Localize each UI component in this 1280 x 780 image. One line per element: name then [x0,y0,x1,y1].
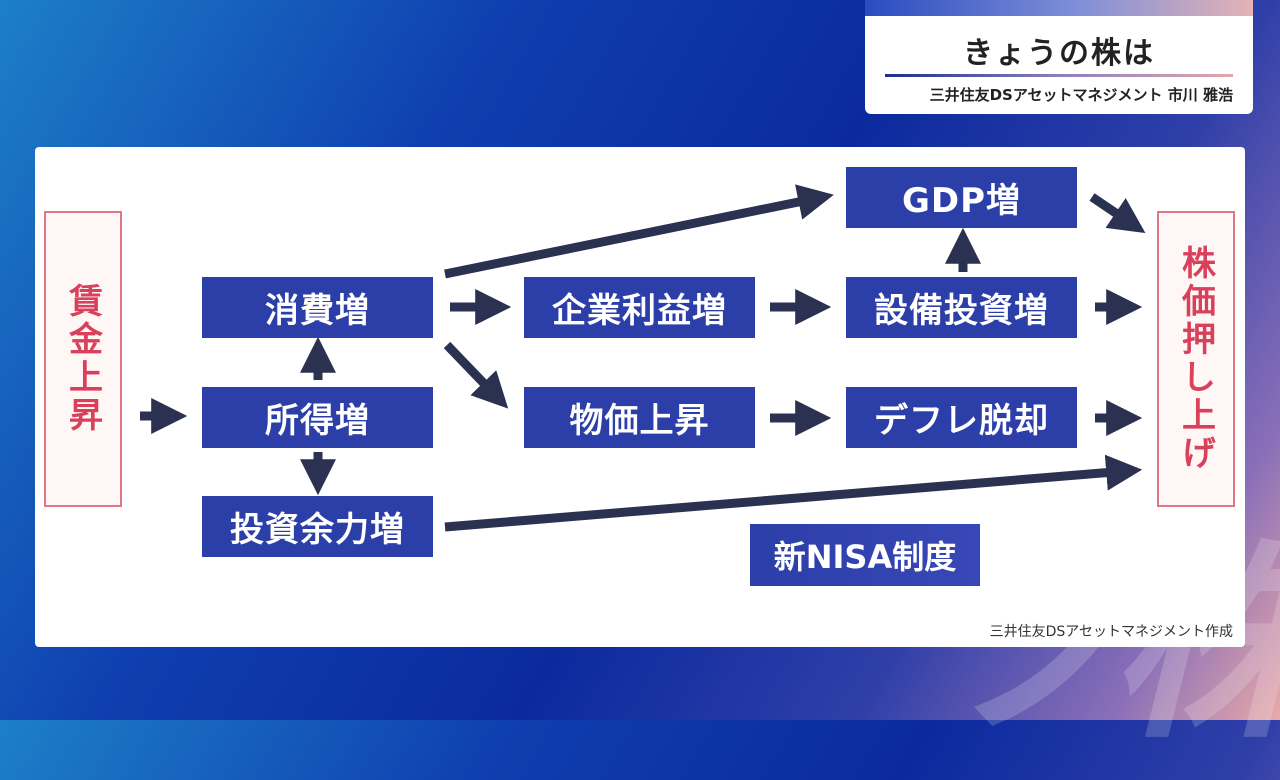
source-credit: 三井住友DSアセットマネジメント作成 [989,624,1233,640]
node-corporate-profit-increase: 企業利益増 [524,277,755,338]
arrow-gdp-to-stock [1089,193,1146,234]
title-accent-bar [865,0,1253,16]
flow-arrows [140,184,1146,532]
node-gdp-increase: GDP増 [846,167,1077,228]
node-deflation-exit: デフレ脱却 [846,387,1077,448]
node-consumption-increase: 消費増 [202,277,433,338]
title-divider [885,74,1233,77]
label-new-nisa: 新NISA制度 [750,524,980,586]
program-title: きょうの株は [963,36,1155,71]
node-wage-increase: 賃金上昇 [44,211,122,507]
program-title-card: きょうの株は 三井住友DSアセットマネジメント 市川 雅浩 [865,0,1253,114]
diagram-panel: 賃金上昇 株価押し上げ 消費増 所得増 投資余力増 企業利益増 物価上昇 GDP… [35,147,1245,647]
arrow-consumption-to-price [443,341,509,409]
node-capex-increase: 設備投資増 [846,277,1077,338]
node-income-increase: 所得増 [202,387,433,448]
arrow-consumption-to-gdp [444,184,834,279]
arrow-investment-to-stock [444,454,1143,532]
node-stock-price-boost: 株価押し上げ [1157,211,1235,507]
node-price-rise: 物価上昇 [524,387,755,448]
node-investment-capacity-increase: 投資余力増 [202,496,433,557]
speaker-credit: 三井住友DSアセットマネジメント 市川 雅浩 [929,86,1233,104]
